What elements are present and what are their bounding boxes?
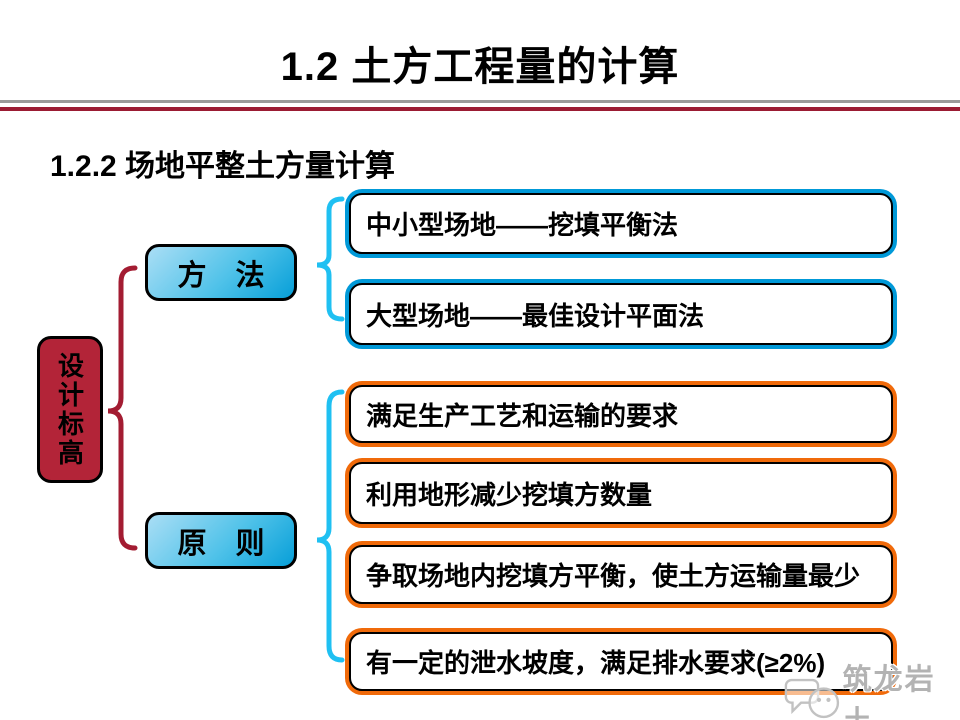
method-item-label: 中小型场地——挖填平衡法 — [366, 210, 679, 240]
slide-title: 1.2 土方工程量的计算 — [280, 45, 680, 89]
design-elevation-node: 设计标高 — [37, 336, 103, 483]
section-heading: 1.2.2 场地平整土方量计算 — [50, 150, 396, 183]
principles-node: 原 则 — [145, 512, 297, 569]
principle-item-label: 利用地形减少挖填方数量 — [366, 479, 653, 510]
method-item-label: 大型场地——最佳设计平面法 — [366, 300, 705, 331]
root-brace — [107, 265, 138, 551]
principle-item-box: 满足生产工艺和运输的要求 — [349, 385, 893, 443]
title-divider-gray — [0, 100, 960, 103]
principle-item-label: 争取场地内挖填方平衡，使土方运输量最少 — [366, 561, 861, 591]
speech-bubble-icon — [784, 678, 840, 719]
watermark-text: 筑龙岩土 — [842, 664, 936, 720]
principle-item-label: 满足生产工艺和运输的要求 — [366, 400, 679, 431]
method-item-box: 大型场地——最佳设计平面法 — [349, 283, 893, 345]
principles-label: 原 则 — [177, 527, 265, 560]
principle-item-box: 利用地形减少挖填方数量 — [349, 462, 893, 524]
methods-label: 方 法 — [177, 259, 265, 292]
principles-brace — [316, 389, 345, 663]
principle-item-box: 争取场地内挖填方平衡，使土方运输量最少 — [349, 545, 893, 604]
methods-brace — [316, 196, 345, 322]
principle-item-label: 有一定的泄水坡度，满足排水要求(≥2%) — [366, 648, 826, 678]
methods-node: 方 法 — [145, 244, 297, 301]
design-elevation-label: 设计标高 — [54, 351, 85, 468]
method-item-box: 中小型场地——挖填平衡法 — [349, 193, 893, 254]
watermark: 筑龙岩土 — [784, 656, 960, 720]
principle-item-box: 有一定的泄水坡度，满足排水要求(≥2%) — [349, 632, 893, 691]
title-divider-maroon — [0, 107, 960, 111]
